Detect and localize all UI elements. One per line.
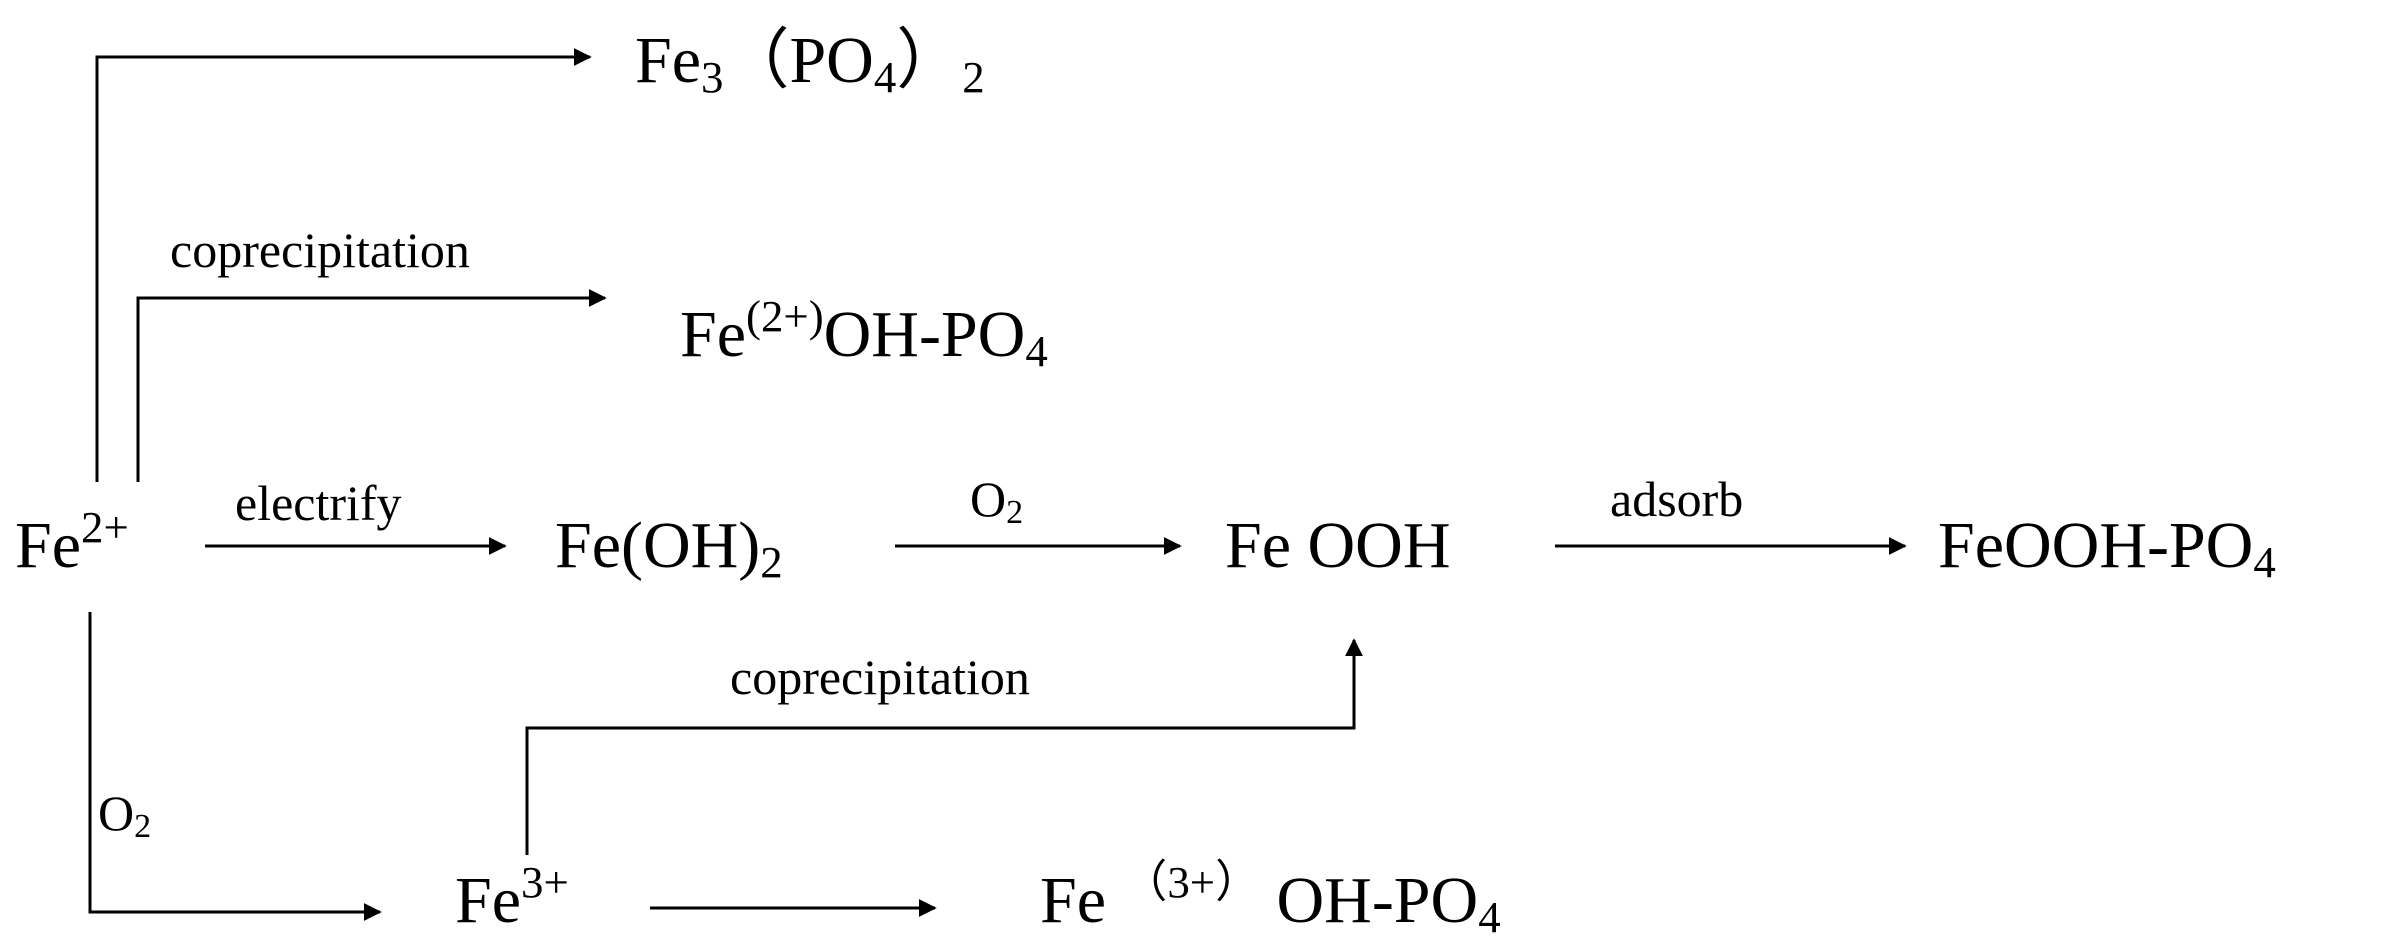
- feooh-po4-base: FeOOH-PO: [1938, 509, 2254, 582]
- label-o2-left: O2: [98, 785, 151, 844]
- species-fe2-oh-po4: Fe(2+)OH-PO4: [680, 294, 1048, 373]
- fe2oh-po4-rest: OH-PO: [823, 298, 1026, 371]
- fe3oh-po4-sup: （3+）: [1122, 857, 1261, 908]
- fe3po42-mid: PO: [789, 24, 874, 97]
- fe3po42-sub2: 4: [873, 51, 897, 102]
- arrow-fe2-to-fe3po42: [95, 48, 592, 482]
- fe3po42-base: Fe: [635, 24, 701, 97]
- fe2oh-po4-sub: 4: [1025, 325, 1048, 376]
- arrow-fe3-to-feooh: [525, 638, 1363, 855]
- fe2-sup: 2+: [81, 502, 129, 553]
- species-fe2-plus: Fe2+: [15, 505, 129, 579]
- species-fe3-oh-po4: Fe （3+） OH-PO4: [1040, 860, 1501, 939]
- fe2oh-po4-base: Fe: [680, 298, 746, 371]
- fe3po42-paren-open: （: [723, 24, 790, 97]
- feoh2-sub: 2: [760, 536, 783, 587]
- o2-mid-base: O: [970, 471, 1007, 527]
- species-fe3-plus: Fe3+: [455, 860, 569, 934]
- species-feooh-po4: FeOOH-PO4: [1938, 513, 2276, 585]
- fe3oh-po4-base: Fe: [1040, 864, 1123, 937]
- fe3po42-sub1: 3: [701, 51, 724, 102]
- feooh-po4-sub: 4: [2253, 536, 2276, 587]
- species-fe3-po4-2: Fe3（PO4）2: [635, 28, 985, 100]
- feoh2-base: Fe(OH): [555, 509, 761, 582]
- fe3-base: Fe: [455, 864, 521, 937]
- fe2-base: Fe: [15, 509, 81, 582]
- species-fe-ooh: Fe OOH: [1225, 509, 1451, 582]
- label-coprecipitation-bottom: coprecipitation: [730, 649, 1030, 705]
- fe3-sup: 3+: [521, 857, 569, 908]
- fe3oh-po4-sub: 4: [1478, 891, 1501, 942]
- fe3po42-paren-close: ）: [896, 24, 963, 97]
- o2-left-base: O: [98, 785, 135, 841]
- fe3po42-sub3: 2: [962, 51, 985, 102]
- fe2oh-po4-sup: (2+): [746, 291, 824, 342]
- label-coprecipitation-top: coprecipitation: [170, 222, 470, 278]
- fe3oh-po4-rest: OH-PO: [1260, 864, 1479, 937]
- label-o2-mid: O2: [970, 471, 1023, 530]
- o2-left-sub: 2: [134, 808, 152, 846]
- o2-mid-sub: 2: [1006, 494, 1024, 532]
- species-fe-oh-2: Fe(OH)2: [555, 513, 783, 585]
- label-adsorb: adsorb: [1610, 471, 1744, 527]
- label-electrify: electrify: [235, 475, 402, 531]
- arrow-fe2-to-fe2oh-po4: [136, 289, 607, 482]
- arrow-fe2-to-fe3: [88, 612, 382, 921]
